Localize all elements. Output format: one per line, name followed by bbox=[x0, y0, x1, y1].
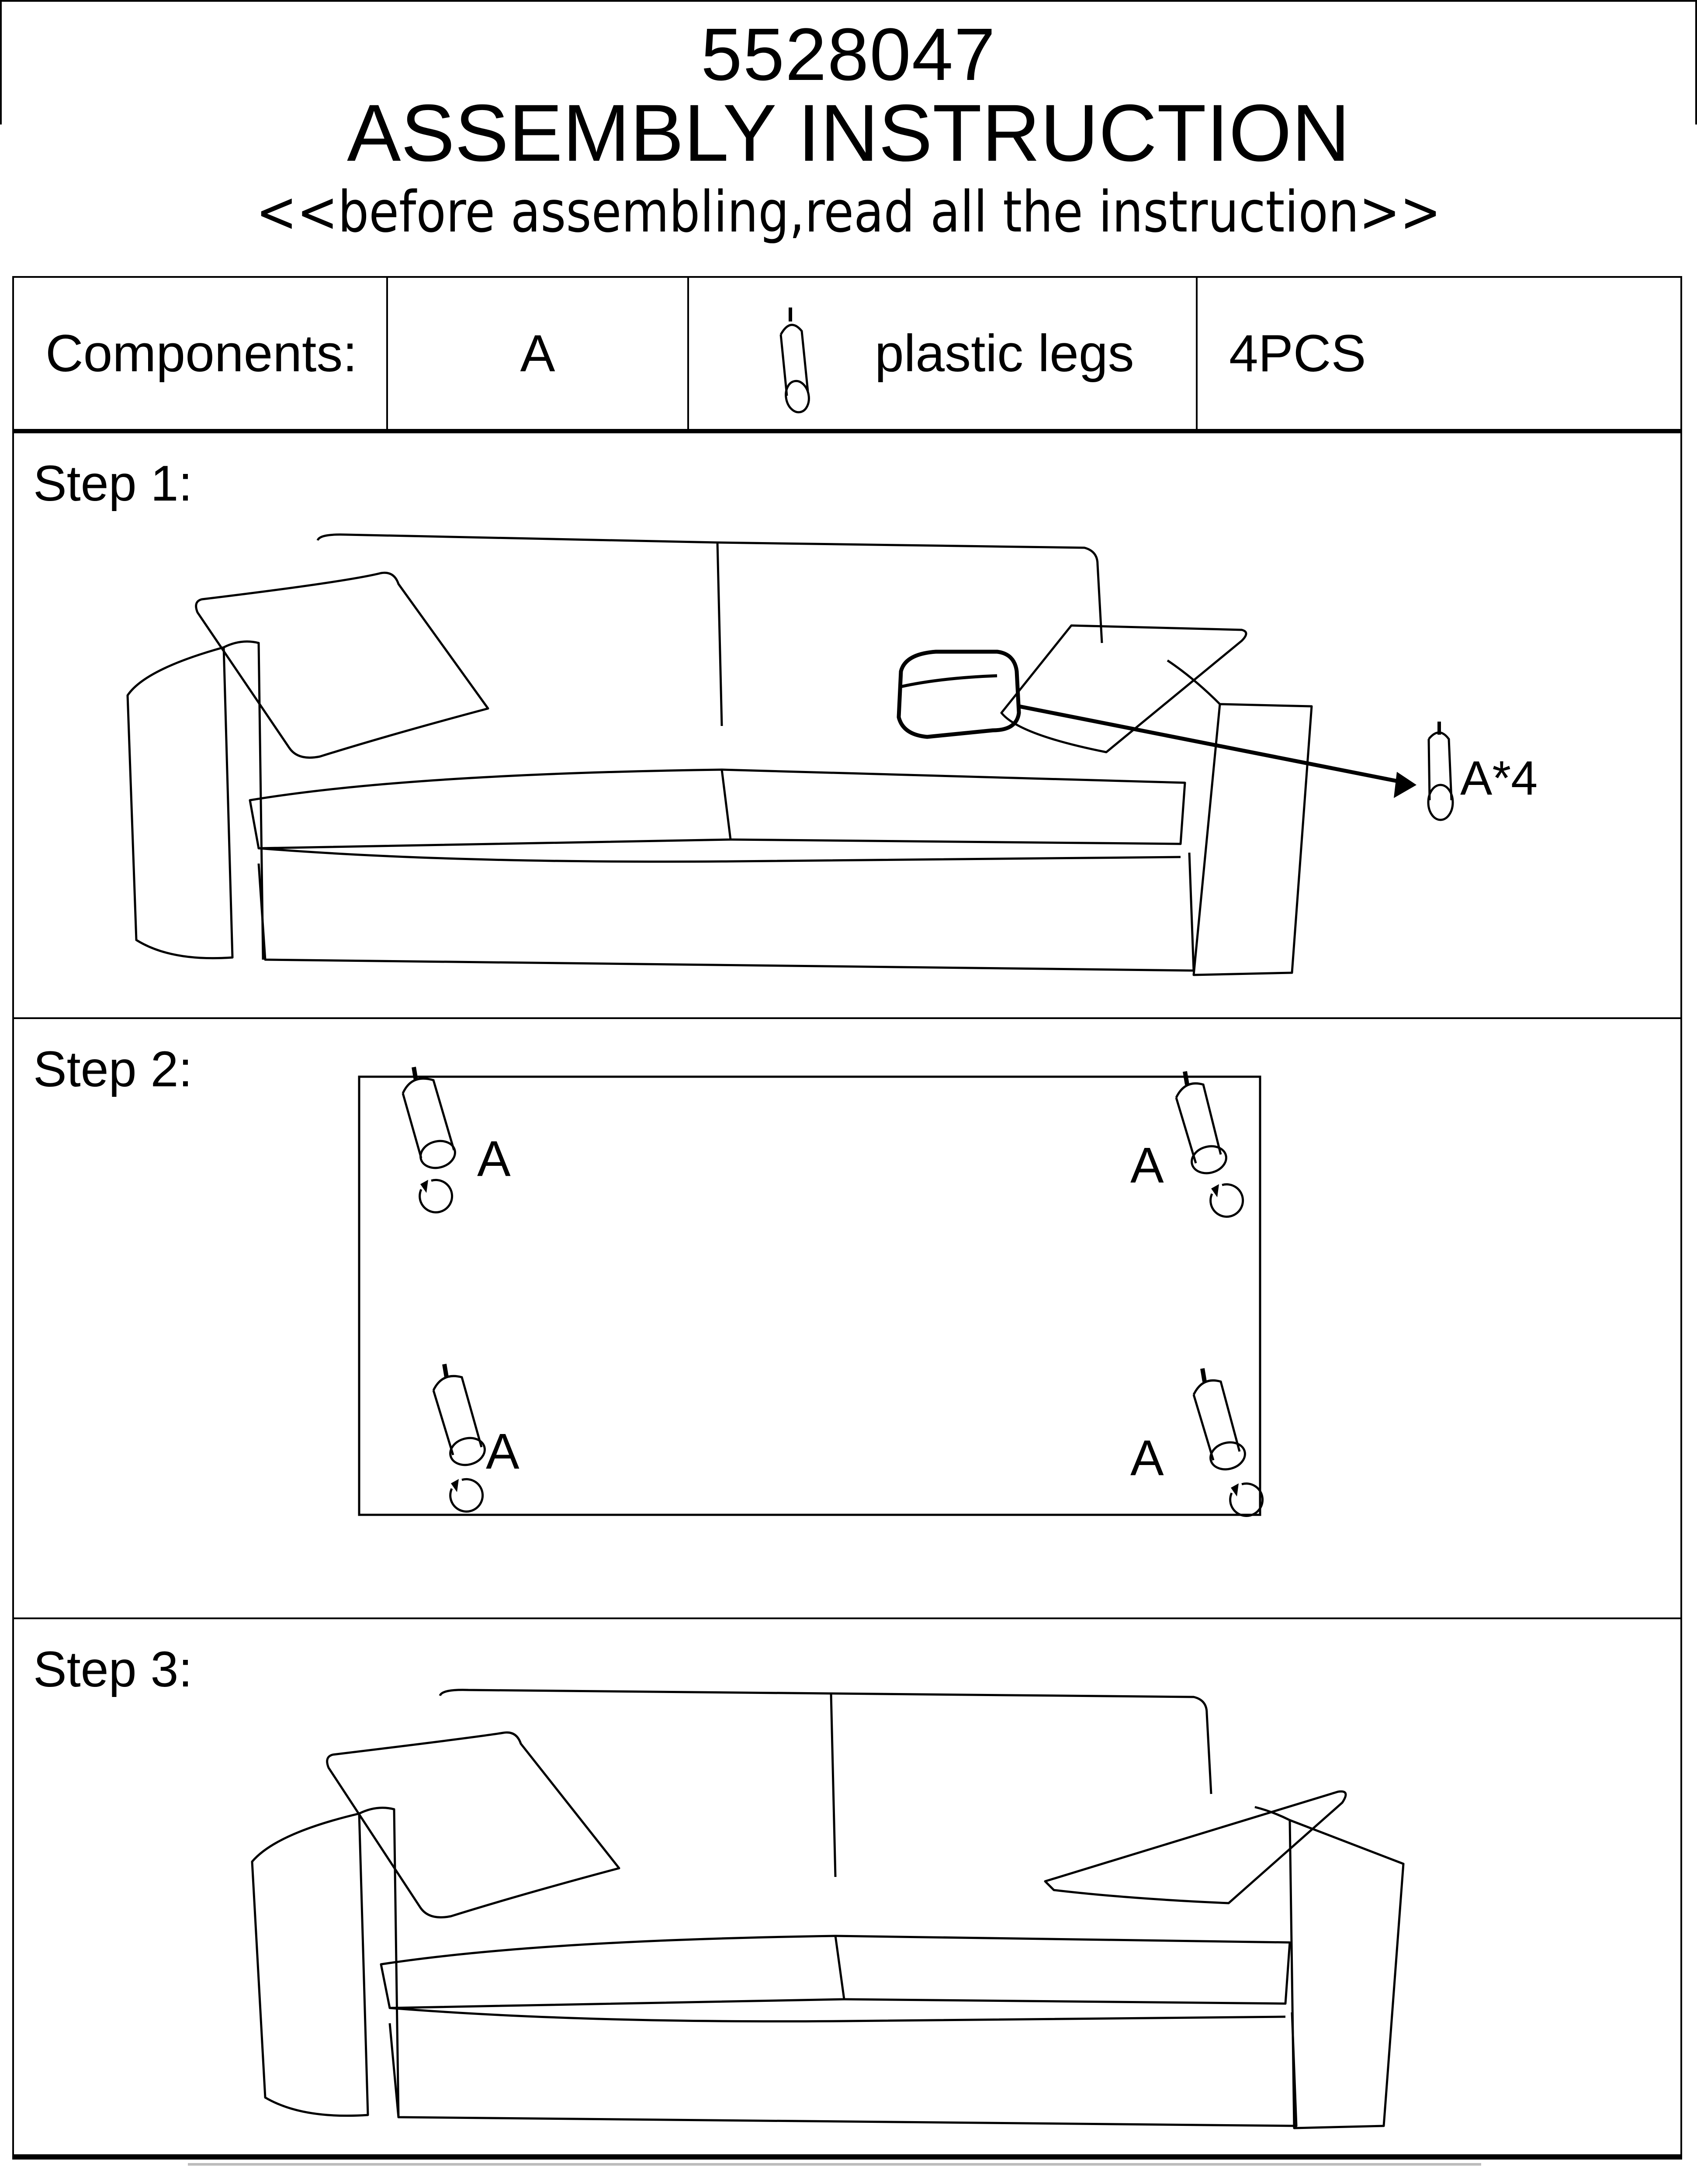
sofa-illustration-step-1 bbox=[126, 533, 1454, 976]
part-letter-cell: A bbox=[388, 278, 689, 429]
page-title: ASSEMBLY INSTRUCTION bbox=[347, 88, 1350, 178]
sofa-illustration-step-3 bbox=[251, 1689, 1405, 2129]
page-left-edge bbox=[0, 0, 2, 124]
step-1-label: Step 1: bbox=[33, 456, 193, 511]
part-letter: A bbox=[520, 324, 555, 383]
part-name: plastic legs bbox=[875, 324, 1134, 383]
leg-top-left bbox=[402, 1067, 456, 1213]
step-1-panel: Step 1: bbox=[12, 433, 1682, 1019]
plastic-leg-icon bbox=[768, 304, 820, 414]
page-right-edge bbox=[1695, 0, 1697, 124]
components-label: Components: bbox=[45, 324, 357, 383]
step-2-label: Step 2: bbox=[33, 1041, 193, 1097]
leg-label-top-right: A bbox=[1130, 1137, 1164, 1193]
leg-label-bottom-right: A bbox=[1130, 1430, 1164, 1486]
components-label-cell: Components: bbox=[14, 278, 388, 429]
leg-label-bottom-left: A bbox=[486, 1424, 519, 1479]
page-subtitle: <<before assembling,read all the instruc… bbox=[256, 179, 1441, 245]
part-quantity-cell: 4PCS bbox=[1198, 278, 1682, 429]
footer-rule bbox=[188, 2163, 1481, 2166]
part-quantity: 4PCS bbox=[1229, 324, 1366, 383]
sofa-base-diagram bbox=[358, 1067, 1264, 1517]
leg-top-right bbox=[1175, 1071, 1244, 1218]
callout-quantity: A*4 bbox=[1460, 751, 1538, 805]
plastic-leg-icon bbox=[1427, 722, 1454, 821]
components-table: Components: A plastic legs 4PCS bbox=[12, 276, 1682, 433]
step-2-panel: Step 2: bbox=[12, 1019, 1682, 1619]
leg-label-top-left: A bbox=[477, 1131, 511, 1187]
page-top-border bbox=[0, 0, 1697, 4]
step-3-panel: Step 3: bbox=[12, 1619, 1682, 2160]
leg-bottom-right bbox=[1192, 1368, 1264, 1517]
model-number: 5528047 bbox=[701, 13, 996, 96]
step-3-label: Step 3: bbox=[33, 1641, 193, 1697]
part-name-cell: plastic legs bbox=[689, 278, 1198, 429]
leg-bottom-left bbox=[432, 1364, 486, 1513]
